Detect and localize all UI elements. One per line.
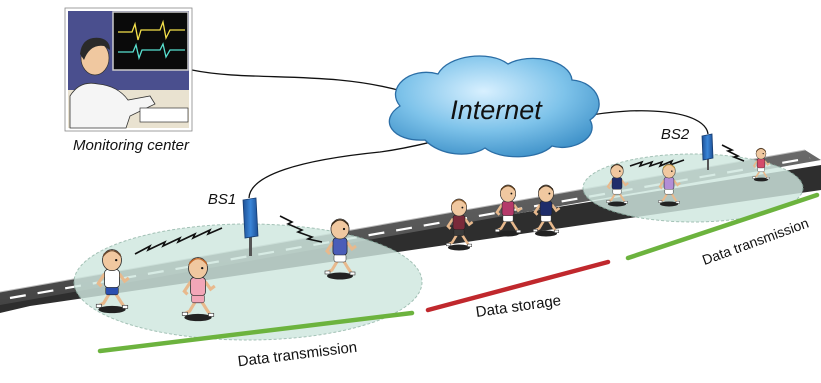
base-station-bs2: BS2 — [661, 126, 714, 170]
wired-links — [191, 69, 709, 199]
runner-icon — [94, 248, 131, 315]
runner-icon — [444, 197, 474, 252]
runner-icon — [323, 217, 358, 281]
internet-label: Internet — [450, 95, 543, 125]
runner-icon — [180, 256, 217, 323]
data-transmission-label-left: Data transmission — [237, 339, 358, 371]
segment-bars — [97, 192, 820, 354]
runner-icon — [751, 147, 771, 183]
runner-icon — [493, 183, 523, 238]
wireless-signal-icon — [134, 144, 745, 255]
runner-icon — [531, 183, 561, 238]
doctor-monitor-icon: Monitoring center — [64, 7, 193, 154]
bs2-label: BS2 — [661, 126, 690, 143]
runner-icon — [657, 163, 682, 208]
runner-icon — [605, 163, 630, 208]
monitoring-center-label: Monitoring center — [73, 137, 190, 154]
cloud-icon: Internet — [388, 55, 600, 158]
bs1-label: BS1 — [208, 191, 236, 208]
data-storage-label: Data storage — [475, 292, 562, 321]
base-station-bs1: BS1 — [208, 191, 259, 256]
data-transmission-label-right: Data transmission — [700, 215, 811, 268]
